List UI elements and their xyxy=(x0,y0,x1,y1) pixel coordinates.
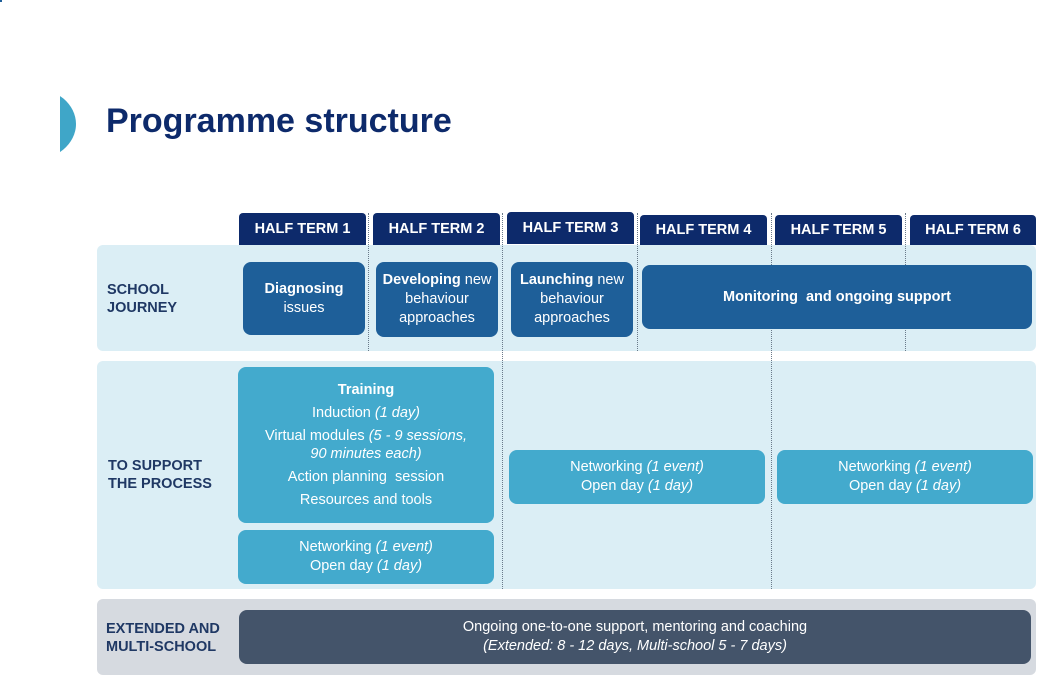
networking-box-3: Networking (1 event) Open day (1 day) xyxy=(777,450,1033,504)
diagnosing-box: Diagnosing issues xyxy=(243,262,365,335)
half-term-3: HALF TERM 3 xyxy=(507,212,634,244)
accent-mask xyxy=(0,70,60,180)
row-label-extended: EXTENDED AND MULTI-SCHOOL xyxy=(106,621,220,655)
monitoring-box: Monitoring and ongoing support xyxy=(642,265,1032,329)
row-label-support: TO SUPPORT THE PROCESS xyxy=(108,458,212,492)
launching-box: Launching new behaviour approaches xyxy=(511,262,633,337)
separator xyxy=(368,213,369,351)
corner-mark xyxy=(0,0,2,2)
separator xyxy=(637,213,638,351)
half-term-1: HALF TERM 1 xyxy=(239,213,366,245)
half-term-6: HALF TERM 6 xyxy=(910,215,1036,245)
page-title: Programme structure xyxy=(106,102,452,140)
half-term-2: HALF TERM 2 xyxy=(373,213,500,245)
separator xyxy=(502,213,503,589)
networking-box-2: Networking (1 event) Open day (1 day) xyxy=(509,450,765,504)
separator xyxy=(771,213,772,589)
networking-box-1: Networking (1 event) Open day (1 day) xyxy=(238,530,494,584)
half-term-5: HALF TERM 5 xyxy=(775,215,902,245)
row-label-school-journey: SCHOOL JOURNEY xyxy=(107,282,178,316)
ongoing-support-box: Ongoing one-to-one support, mentoring an… xyxy=(239,610,1031,664)
developing-box: Developing new behaviour approaches xyxy=(376,262,498,337)
training-box: Training Induction (1 day) Virtual modul… xyxy=(238,367,494,523)
half-term-4: HALF TERM 4 xyxy=(640,215,767,245)
